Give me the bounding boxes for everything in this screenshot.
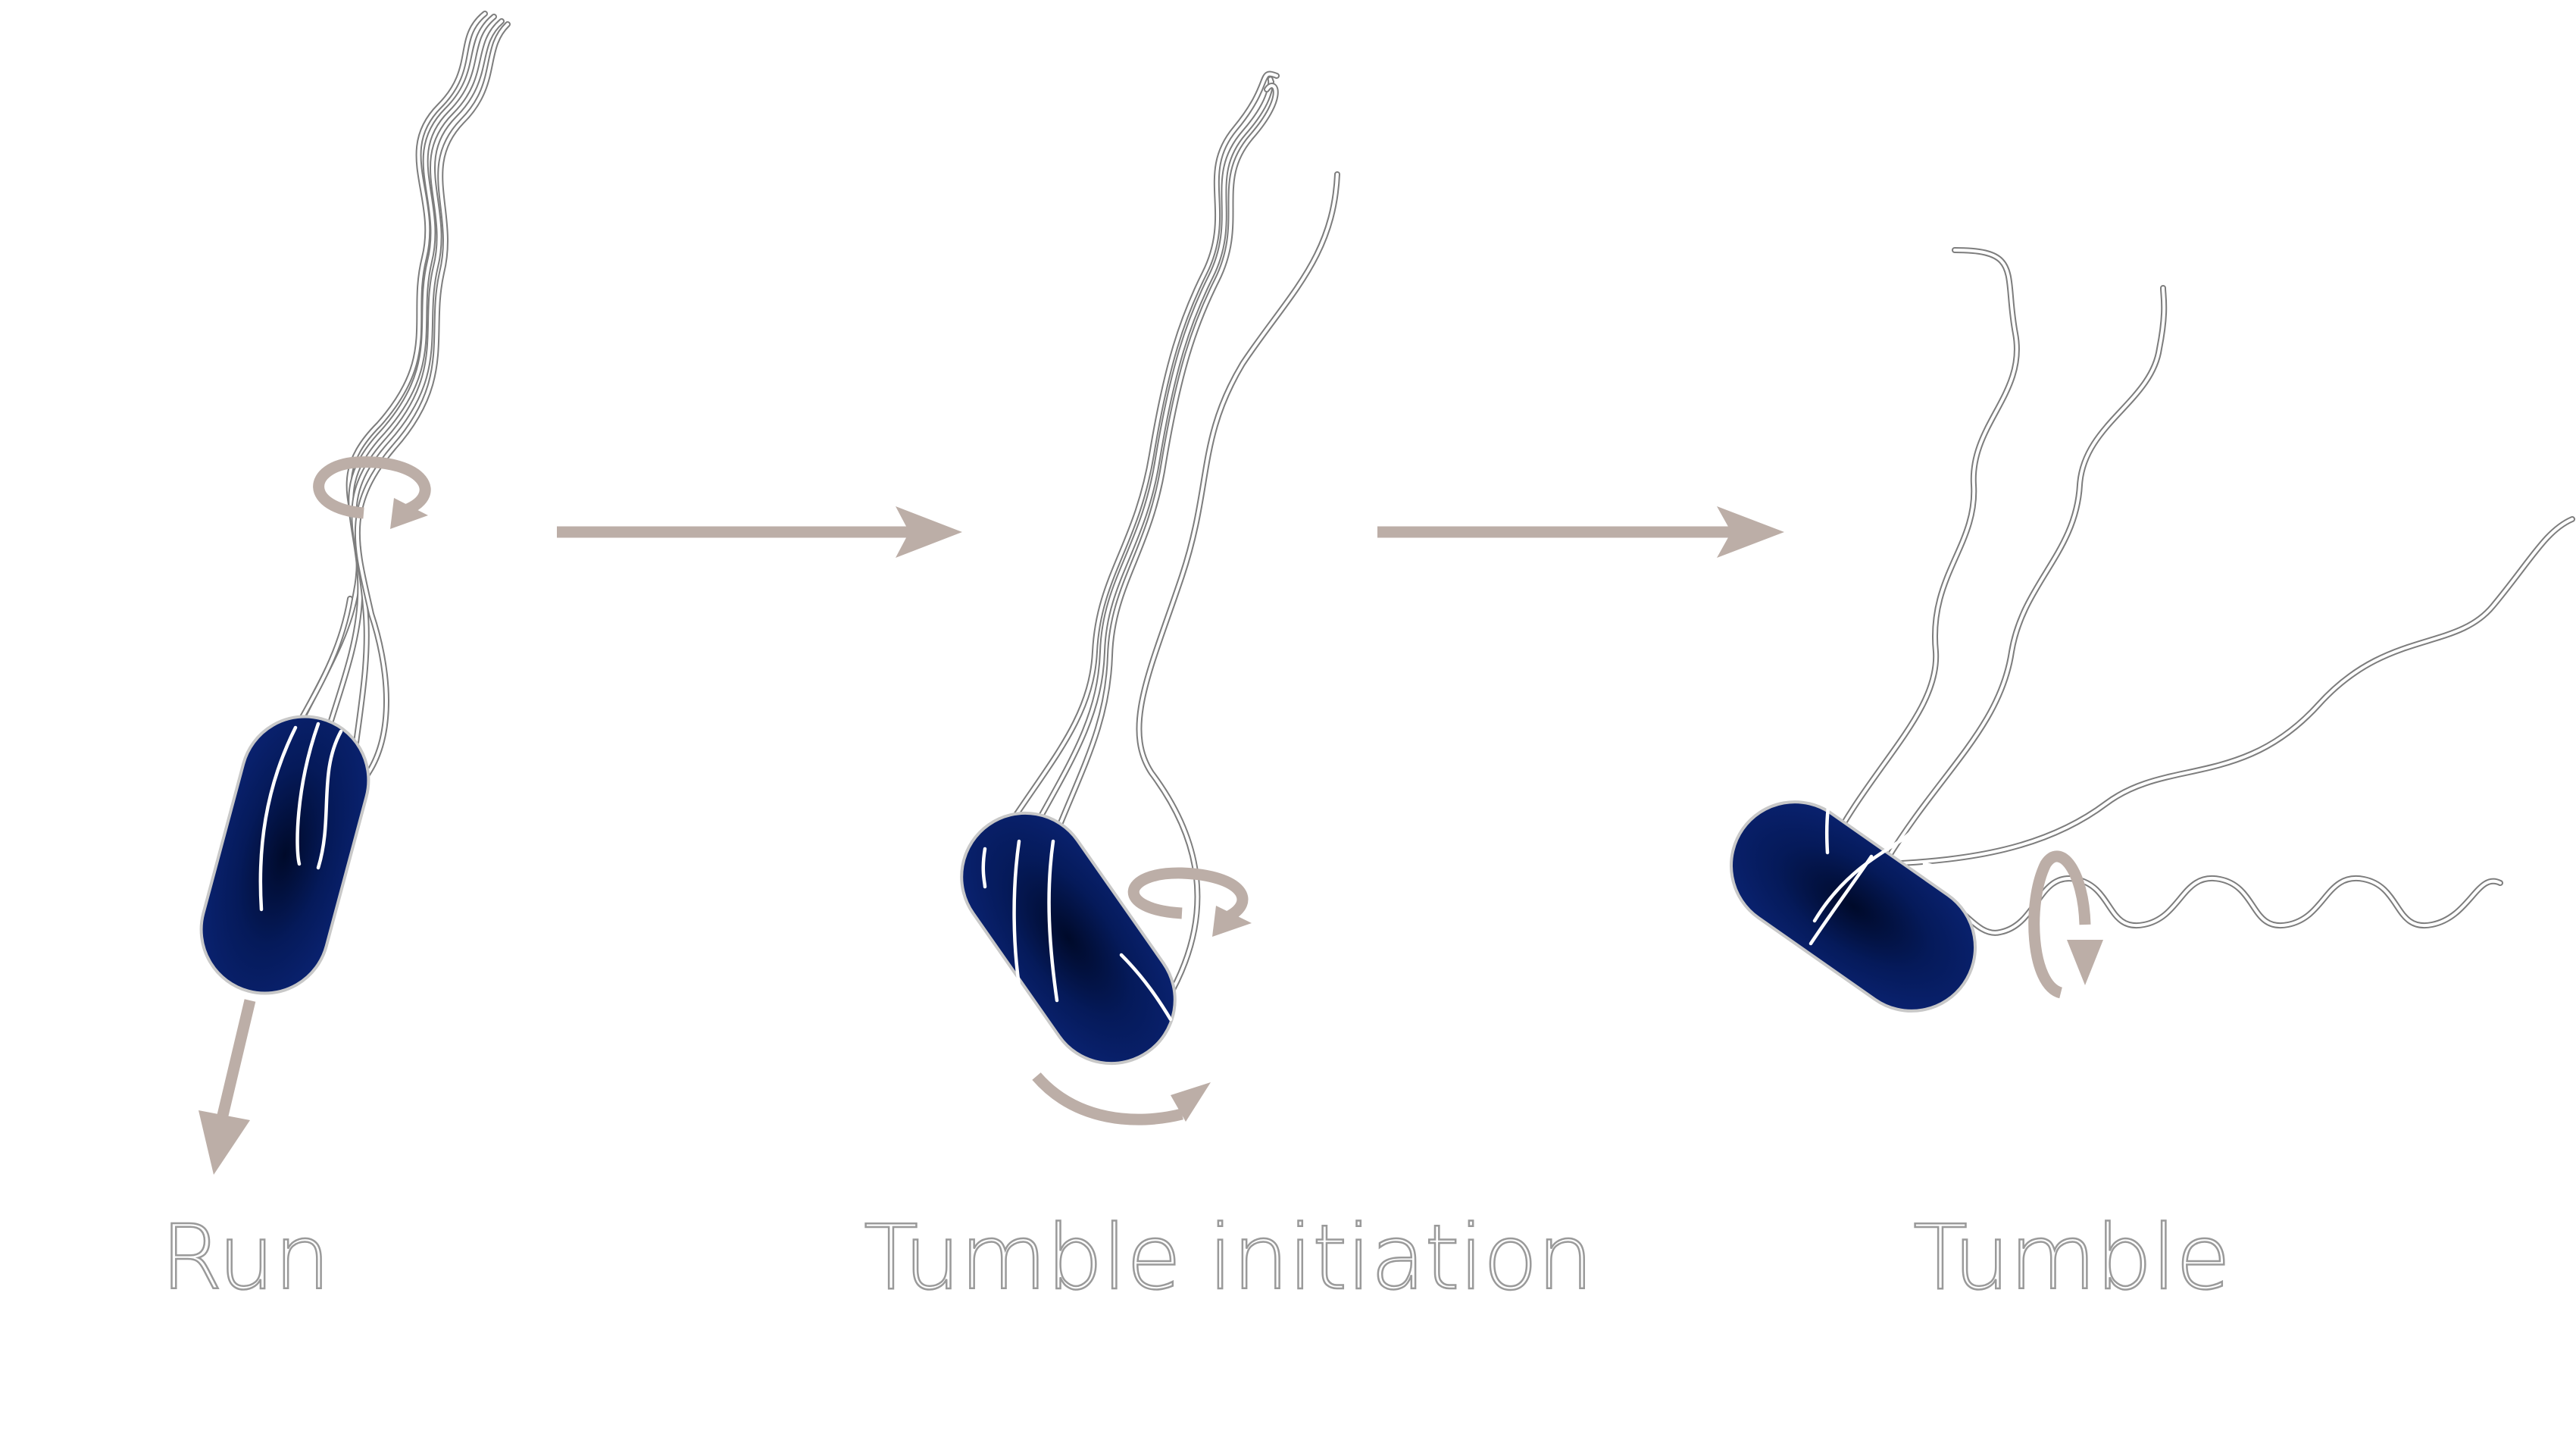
tumble-panel bbox=[1729, 247, 2575, 1013]
flagella-partial-bundle bbox=[982, 70, 1340, 1003]
label-tumble: Tumble bbox=[1912, 1205, 2232, 1310]
run-direction-arrow bbox=[199, 999, 256, 1175]
flagella-insertions bbox=[258, 722, 343, 912]
tumble-initiation-panel bbox=[960, 70, 1340, 1125]
motor-rotation-arrow bbox=[1127, 867, 1252, 937]
flagellum-rotation-arrow bbox=[2028, 850, 2103, 999]
flagella-insertions bbox=[981, 839, 1173, 1022]
flagella-insertions bbox=[1809, 794, 1976, 946]
bundle-rotation-arrow bbox=[313, 456, 431, 529]
label-run: Run bbox=[160, 1205, 332, 1310]
transition-arrow-1 bbox=[557, 506, 962, 558]
run-panel bbox=[199, 11, 511, 1175]
bacterium-cell-tumble-initiation bbox=[960, 811, 1177, 1066]
flagella-splayed bbox=[1824, 247, 2575, 936]
flagella-bundle bbox=[269, 11, 511, 859]
transition-arrow-2 bbox=[1377, 506, 1784, 558]
bacterium-cell-tumble bbox=[1729, 800, 1977, 1013]
cell-rotation-arrow bbox=[1032, 1072, 1211, 1125]
label-tumble-initiation: Tumble initiation bbox=[863, 1205, 1595, 1310]
